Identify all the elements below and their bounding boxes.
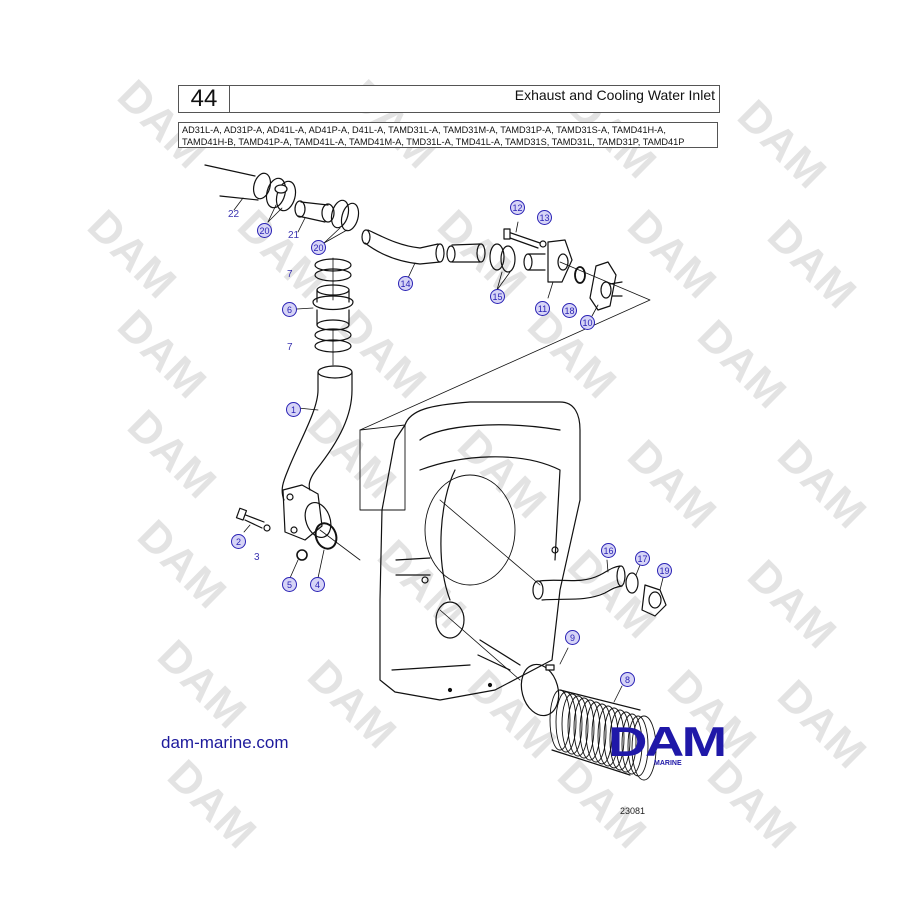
callout-part-13[interactable]: 13: [537, 210, 552, 225]
bolt-12: [503, 221, 541, 249]
page-header: 44 Exhaust and Cooling Water Inlet: [178, 85, 720, 113]
callout-part-8[interactable]: 8: [620, 672, 635, 687]
label-part-3: 3: [254, 552, 260, 563]
hose-clamps-7-bottom: [314, 328, 352, 366]
label-part-22: 22: [228, 209, 240, 220]
o-ring-4: [314, 522, 338, 550]
hose-clamps-20-a: [265, 177, 297, 223]
bolt-2: [235, 507, 265, 533]
callout-part-9[interactable]: 9: [565, 630, 580, 645]
elbow-flange: [282, 484, 332, 541]
hose-clamp-9: [520, 647, 569, 717]
dam-marine-logo: DAM MARINE: [608, 721, 727, 768]
hose-clamps-7-top: [314, 257, 352, 301]
callout-part-11[interactable]: 11: [535, 301, 550, 316]
o-ring-5: [296, 549, 308, 561]
housing-11: [523, 239, 573, 299]
hose-clamps-15: [489, 243, 516, 291]
callout-part-14[interactable]: 14: [398, 276, 413, 291]
callout-part-12[interactable]: 12: [510, 200, 525, 215]
o-ring-18: [574, 266, 586, 284]
applicable-models: AD31L-A, AD31P-A, AD41L-A, AD41P-A, D41L…: [178, 122, 718, 148]
callout-part-10[interactable]: 10: [580, 315, 595, 330]
logo-text: DAM: [608, 718, 727, 765]
label-part-7-bottom: 7: [287, 342, 293, 353]
washer-13: [539, 240, 547, 248]
callout-part-6[interactable]: 6: [282, 302, 297, 317]
callout-part-1[interactable]: 1: [286, 402, 301, 417]
exhaust-elbow-1: [281, 365, 353, 501]
logo-subtext: MARINE: [654, 760, 682, 767]
models-line-1: AD31L-A, AD31P-A, AD41L-A, AD41P-A, D41L…: [182, 125, 666, 135]
callout-part-20-a[interactable]: 20: [257, 223, 272, 238]
models-line-2: TAMD41H-B, TAMD41P-A, TAMD41L-A, TAMD41M…: [182, 137, 685, 147]
page-title: Exhaust and Cooling Water Inlet: [514, 87, 715, 103]
coupling-6: [296, 284, 354, 331]
washer-3: [263, 524, 271, 532]
hose-14: [361, 229, 445, 279]
flange-10: [589, 261, 623, 317]
callout-part-17[interactable]: 17: [635, 551, 650, 566]
callout-part-2[interactable]: 2: [231, 534, 246, 549]
drawing-number: 23081: [620, 806, 646, 816]
hose-segment: [446, 243, 486, 263]
sleeve-21: [294, 200, 335, 233]
page-number: 44: [179, 86, 230, 112]
callout-part-4[interactable]: 4: [310, 577, 325, 592]
label-part-21: 21: [288, 230, 300, 241]
hose-16: [532, 559, 626, 601]
callout-part-18[interactable]: 18: [562, 303, 577, 318]
hose-clamp-17: [625, 572, 639, 594]
callout-part-5[interactable]: 5: [282, 577, 297, 592]
gear-housing: [359, 401, 581, 701]
callout-part-19[interactable]: 19: [657, 563, 672, 578]
callout-part-15[interactable]: 15: [490, 289, 505, 304]
website-link[interactable]: dam-marine.com: [161, 733, 289, 752]
elbow-19: [641, 577, 667, 617]
pipe-22: [204, 164, 272, 211]
callout-part-16[interactable]: 16: [601, 543, 616, 558]
hose-clamps-20-b: [323, 199, 360, 244]
exhaust-bellows-8: [549, 685, 657, 781]
label-part-7-top: 7: [287, 269, 293, 280]
callout-part-20-b[interactable]: 20: [311, 240, 326, 255]
